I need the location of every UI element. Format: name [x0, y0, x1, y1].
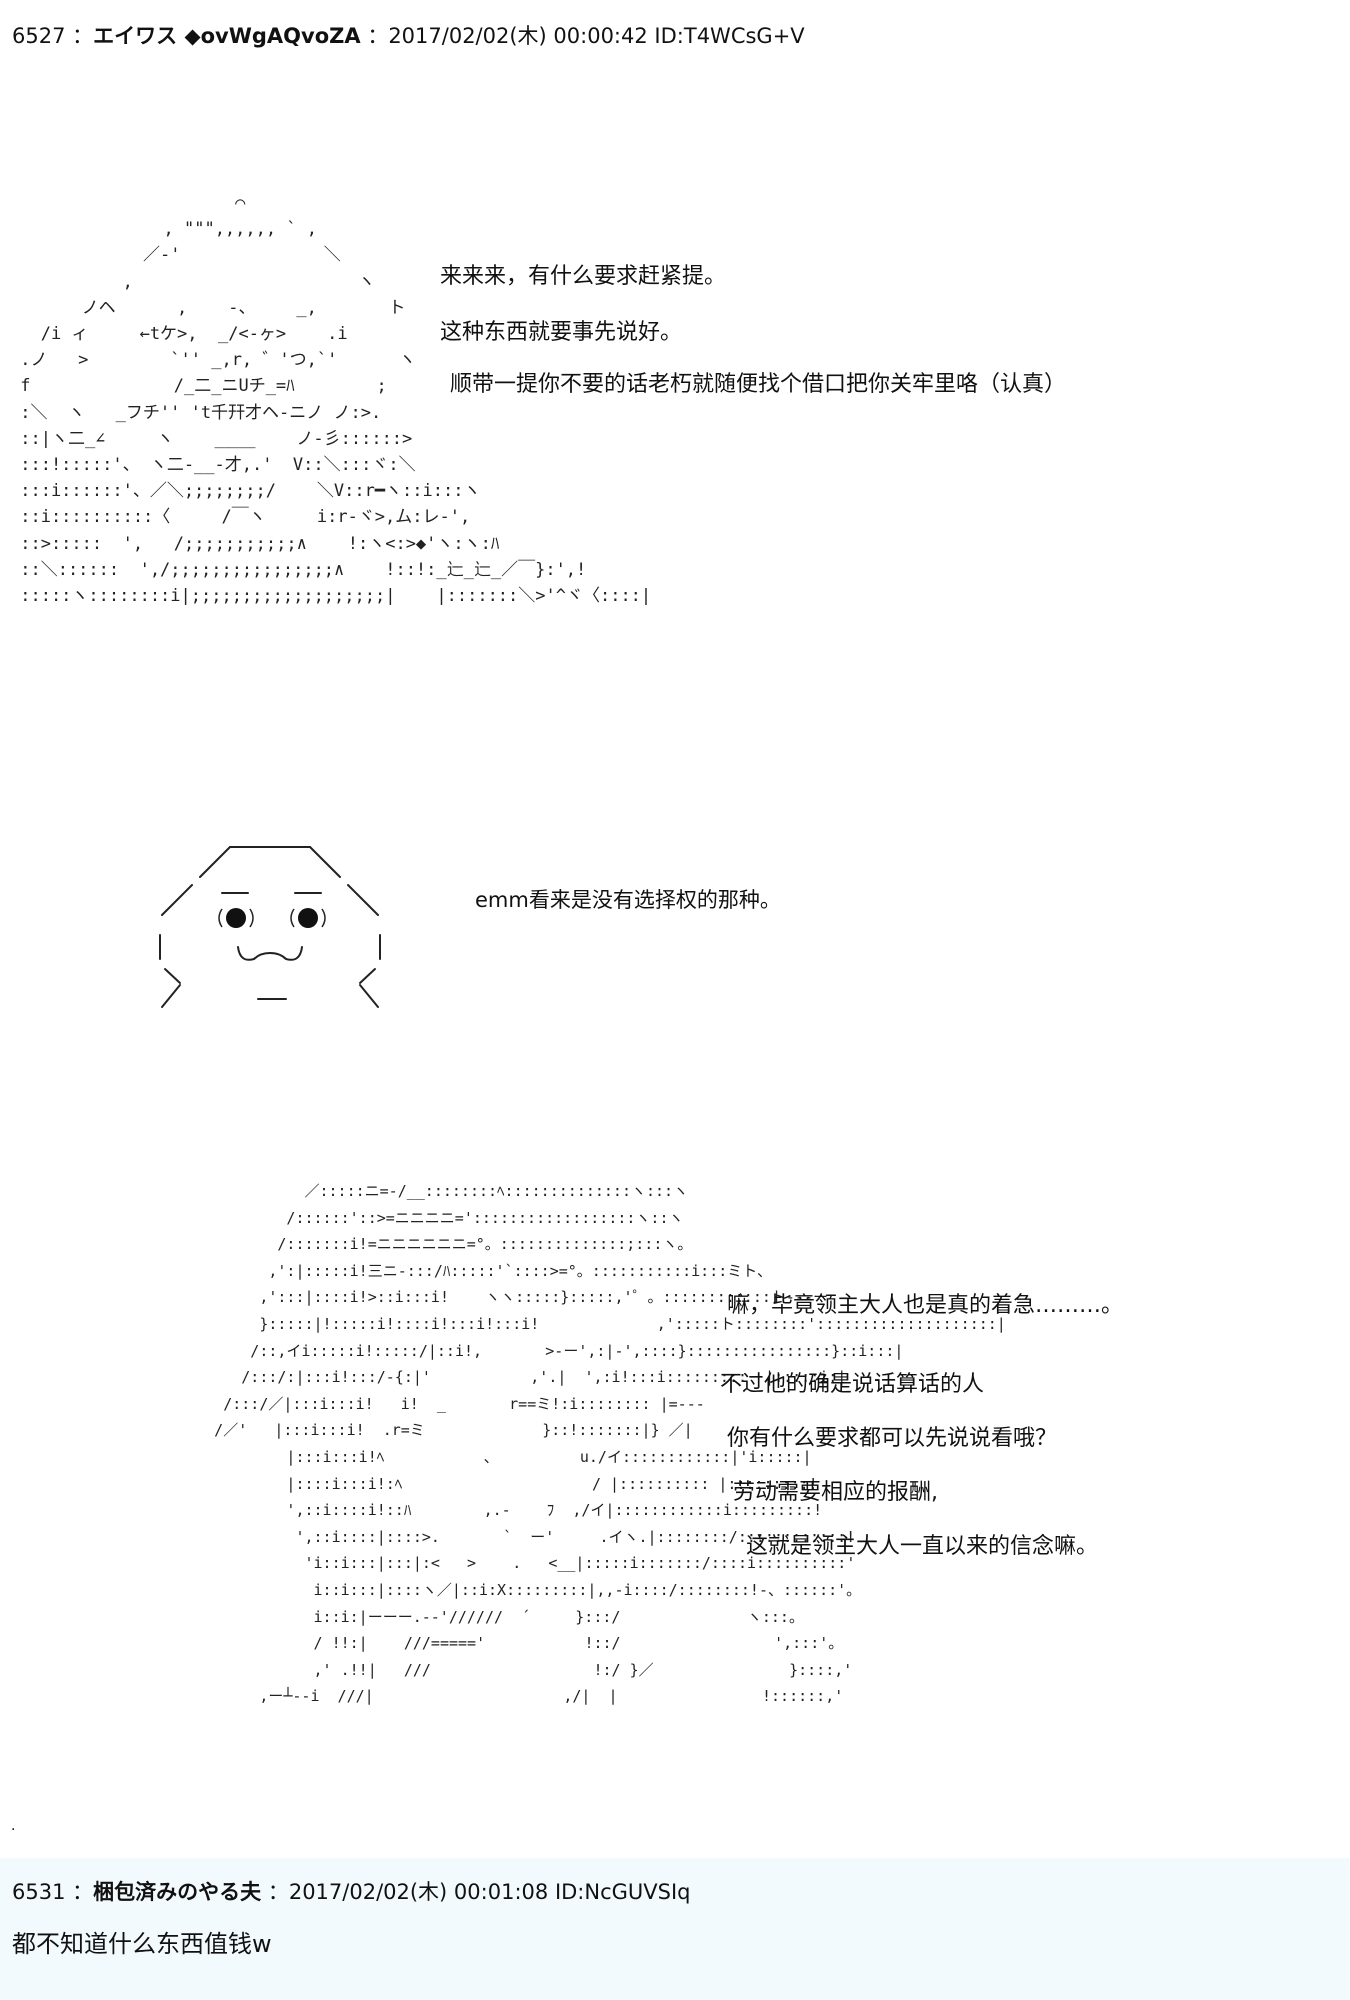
header-separator: ：: [72, 1880, 94, 1904]
trailing-dot: .: [11, 1818, 16, 1834]
dialogue-line: 嘛，毕竟领主大人也是真的着急………。: [727, 1293, 1124, 1318]
dialogue-line: emm看来是没有选择权的那种。: [475, 888, 781, 912]
header-separator: ：: [367, 24, 389, 48]
post-date: 2017/02/02(木) 00:01:08: [288, 1880, 549, 1904]
post-6527: 6527 ：エイワス ◆ovWgAQvoZA ：2017/02/02(木) 00…: [11, 20, 1124, 1834]
post-date: 2017/02/02(木) 00:00:42: [388, 24, 648, 48]
post-id[interactable]: ID:T4WCsG+V: [654, 24, 805, 48]
post-header: 6527 ：エイワス ◆ovWgAQvoZA ：2017/02/02(木) 00…: [12, 20, 805, 50]
ascii-art-face: [159, 846, 381, 1008]
header-separator: ：: [267, 1880, 289, 1904]
dialogue-line: 这种东西就要事先说好。: [440, 320, 683, 345]
dialogue-line: 劳动需要相应的报酬,: [733, 1480, 938, 1505]
dialogue-line: 你有什么要求都可以先说说看哦？: [727, 1426, 1058, 1451]
ascii-art-girl: ／:::::ニ=-/__::::::::ﾍ::::::::::::::ヽ:::ヽ…: [214, 1182, 1006, 1706]
poster-name: 梱包済みのやる夫: [93, 1880, 262, 1904]
ascii-art-elder: ⌒ , """,,,,,, ` , ／-' ＼ , ヽ ノヘ , ‐、 _, ト…: [20, 193, 652, 607]
post-number[interactable]: 6527: [12, 24, 66, 48]
post-6531: 6531 ：梱包済みのやる夫 ：2017/02/02(木) 00:01:08 I…: [0, 1858, 1350, 2000]
poster-name: エイワス ◆ovWgAQvoZA: [93, 24, 361, 48]
post-number[interactable]: 6531: [12, 1880, 66, 1904]
post-id[interactable]: ID:NcGUVSIq: [554, 1880, 691, 1904]
dialogue-line: 来来来，有什么要求赶紧提。: [440, 264, 727, 289]
dialogue-line: 不过他的确是说话算话的人: [720, 1372, 985, 1397]
dialogue-line: 这就是领主大人一直以来的信念嘛。: [746, 1534, 1099, 1559]
header-separator: ：: [72, 24, 94, 48]
post-header: 6531 ：梱包済みのやる夫 ：2017/02/02(木) 00:01:08 I…: [12, 1876, 691, 1906]
post-body: 都不知道什么东西值钱w: [12, 1930, 272, 1958]
dialogue-line: 顺带一提你不要的话老朽就随便找个借口把你关牢里咯（认真）: [450, 372, 1067, 397]
